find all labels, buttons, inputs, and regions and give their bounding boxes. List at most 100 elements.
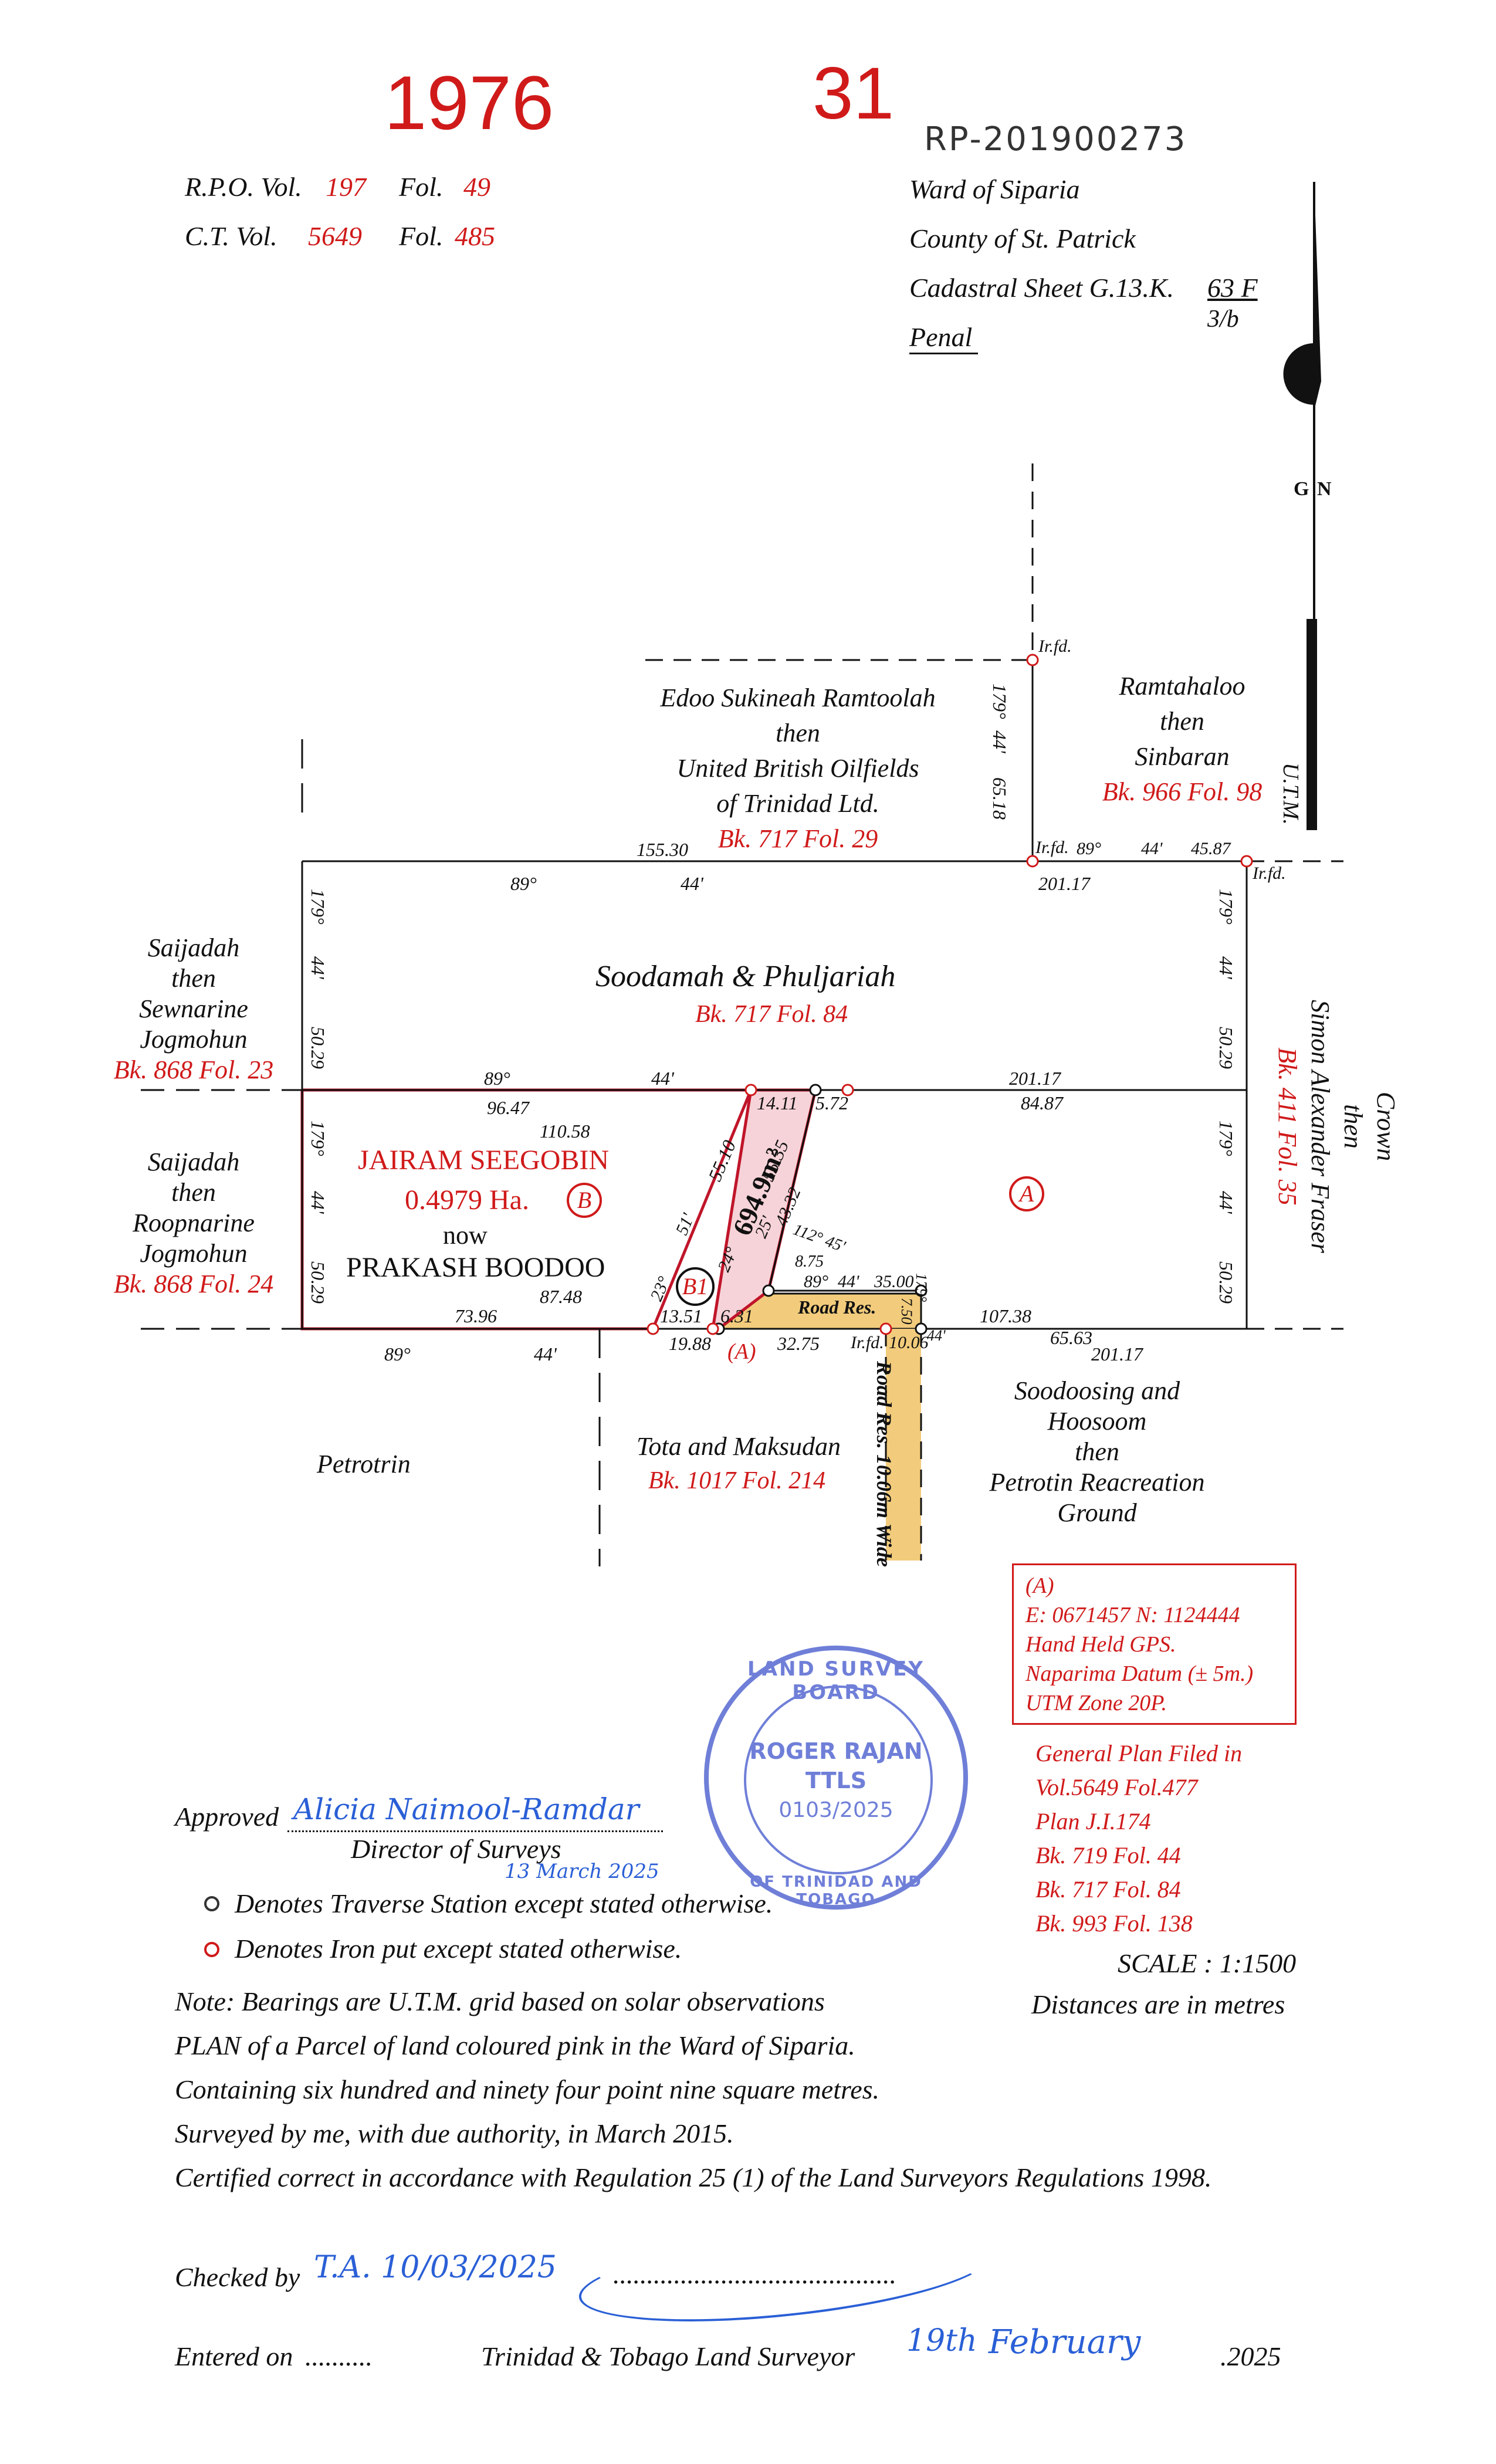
general-plan-line: Plan J.I.174 xyxy=(1035,1808,1151,1835)
owner-north-line: then xyxy=(776,719,820,747)
owner-tota-ref: Bk. 1017 Fol. 214 xyxy=(648,1467,826,1494)
owner-w2-line: Roopnarine xyxy=(133,1209,255,1237)
owner-west-1: Saijadah then Sewnarine Jogmohun Bk. 868… xyxy=(106,933,282,1085)
dim-96-47: 96.47 xyxy=(487,1097,529,1118)
approval-line xyxy=(287,1830,663,1832)
owner-w2-line: then xyxy=(171,1178,216,1207)
owner-se-line: Hoosoom xyxy=(1047,1407,1147,1436)
rpo-label: R.P.O. Vol. xyxy=(185,172,302,202)
iron-marker-icon xyxy=(204,1942,219,1957)
owner-se-line: Petrotin Reacreation xyxy=(989,1468,1205,1497)
owner-middle: Soodamah & Phuljariah xyxy=(595,960,896,993)
dim-50-29-w2: 50.29 xyxy=(307,1261,329,1304)
owner-middle-ref: Bk. 717 Fol. 84 xyxy=(695,1001,848,1028)
dim-44-road: 44' xyxy=(838,1272,859,1291)
dim-8-75: 8.75 xyxy=(795,1253,824,1271)
road-res-wide-label: Road Res. 10.06m Wide xyxy=(872,1361,896,1568)
dim-14-11: 14.11 xyxy=(757,1092,798,1113)
county: County of St. Patrick xyxy=(909,224,1136,253)
checked-dots: ........................................… xyxy=(613,2259,896,2289)
dim-5-72: 5.72 xyxy=(815,1092,848,1113)
north-arrow-icon xyxy=(1283,182,1321,830)
dim-44-ne: 44' xyxy=(1141,839,1163,858)
dim-110-58: 110.58 xyxy=(540,1121,590,1142)
dim-65-63: 65.63 xyxy=(1050,1327,1092,1348)
owner-southeast: Soodoosing and Hoosoom then Petrotin Rea… xyxy=(974,1376,1220,1528)
dim-87-48: 87.48 xyxy=(540,1286,582,1307)
parcel-label-a: A xyxy=(1009,1176,1044,1211)
cadastral-sheet-number: 63 F xyxy=(1207,273,1258,303)
dim-13-51: 13.51 xyxy=(660,1305,702,1326)
dim-19-88: 19.88 xyxy=(669,1333,711,1354)
rpo-vol: 197 xyxy=(326,172,366,202)
units-label: Distances are in metres xyxy=(1031,1989,1285,2019)
dim-89-top: 89° xyxy=(510,873,537,894)
owner-w1-line: Sewnarine xyxy=(139,994,248,1023)
gps-line: Naparima Datum (± 5m.) xyxy=(1025,1661,1254,1686)
legend-iron: Denotes Iron put except stated otherwise… xyxy=(235,1934,682,1964)
dim-45-87: 45.87 xyxy=(1191,839,1231,858)
owner-east-line: then xyxy=(1339,1104,1368,1149)
rpo-fol: 49 xyxy=(463,172,490,202)
dim-44-road-v: 44' xyxy=(927,1327,946,1344)
gps-point-a: (A) xyxy=(727,1339,756,1364)
place-penal: Penal xyxy=(909,321,979,354)
general-plan-line: Bk. 719 Fol. 44 xyxy=(1035,1842,1181,1869)
irfd-label-1: Ir.fd. xyxy=(1038,637,1072,656)
grid-north-g: G xyxy=(1294,478,1309,500)
note-plan: PLAN of a Parcel of land coloured pink i… xyxy=(175,2030,855,2060)
owner-w1-line: Saijadah xyxy=(147,933,240,962)
owner-east-ref: Bk. 411 Fol. 35 xyxy=(1273,1047,1302,1206)
dim-6-31: 6.31 xyxy=(720,1305,753,1326)
owner-se-line: Soodoosing and xyxy=(1014,1376,1180,1405)
owner-ne-ref: Bk. 966 Fol. 98 xyxy=(1102,777,1263,806)
note-containing: Containing six hundred and ninety four p… xyxy=(175,2074,880,2104)
dim-73-96: 73.96 xyxy=(455,1305,497,1326)
irfd-label-3: Ir.fd. xyxy=(1253,864,1286,883)
dim-89-mid: 89° xyxy=(484,1068,510,1089)
irfd-label-2: Ir.fd. xyxy=(1035,838,1069,857)
ct-fol: 485 xyxy=(455,221,495,251)
dim-89-ne: 89° xyxy=(1077,839,1101,858)
note-surveyed: Surveyed by me, with due authority, in M… xyxy=(175,2118,734,2148)
dim-201-17-mid: 201.17 xyxy=(1009,1068,1061,1089)
owner-ne-line: Ramtahaloo xyxy=(1119,672,1245,700)
owner-w2-ref: Bk. 868 Fol. 24 xyxy=(113,1270,274,1298)
stamp-number-left: 1976 xyxy=(384,60,554,145)
gps-line: E: 0671457 N: 1124444 xyxy=(1025,1603,1240,1627)
owner-northeast: Ramtahaloo then Sinbaran Bk. 966 Fol. 98 xyxy=(1079,669,1285,810)
grid-north-n: N xyxy=(1317,478,1332,500)
gps-line: Hand Held GPS. xyxy=(1025,1632,1176,1657)
owner-jairam: JAIRAM SEEGOBIN xyxy=(358,1145,610,1176)
traverse-station-icon xyxy=(204,1896,219,1911)
dim-10-06: 10.06 xyxy=(889,1333,929,1352)
dim-44-bottom: 44' xyxy=(534,1343,557,1365)
dim-65-18: 65.18 xyxy=(989,777,1010,820)
handwritten-reference: RP-201900273 xyxy=(924,120,1187,158)
jairam-area: 0.4979 Ha. xyxy=(405,1184,529,1216)
now-label: now xyxy=(443,1221,488,1250)
owner-north: Edoo Sukineah Ramtoolah then United Brit… xyxy=(651,681,945,857)
road-res-label: Road Res. xyxy=(798,1297,876,1318)
owner-ne-line: then xyxy=(1160,707,1204,736)
dim-84-87: 84.87 xyxy=(1021,1092,1063,1113)
stamp-number-right: 31 xyxy=(813,53,895,134)
owner-w1-ref: Bk. 868 Fol. 23 xyxy=(113,1055,274,1084)
cadastral-sheet-label: Cadastral Sheet G.13.K. xyxy=(909,273,1175,303)
owner-se-line: Ground xyxy=(1057,1498,1137,1527)
director-label: Director of Surveys xyxy=(351,1834,561,1864)
gps-info-box: (A) E: 0671457 N: 1124444 Hand Held GPS.… xyxy=(1012,1563,1297,1725)
general-plan-notes: General Plan Filed in Vol.5649 Fol.477 P… xyxy=(1035,1737,1305,1941)
owner-se-line: then xyxy=(1075,1437,1119,1466)
scale-label: SCALE : 1:1500 xyxy=(1118,1948,1297,1978)
owner-ne-line: Sinbaran xyxy=(1135,742,1230,771)
dim-201-17-bottom: 201.17 xyxy=(1091,1343,1143,1365)
gps-line: UTM Zone 20P. xyxy=(1025,1691,1167,1715)
parcel-label-b1: B1 xyxy=(676,1267,715,1306)
parcel-label-b: B xyxy=(567,1183,602,1218)
owner-east-line: Simon Alexander Fraser xyxy=(1306,1000,1335,1253)
dim-179-north: 179° xyxy=(989,683,1010,719)
dim-44-w1: 44' xyxy=(307,956,329,979)
owner-east: Crown then Simon Alexander Fraser Bk. 41… xyxy=(1271,950,1402,1302)
